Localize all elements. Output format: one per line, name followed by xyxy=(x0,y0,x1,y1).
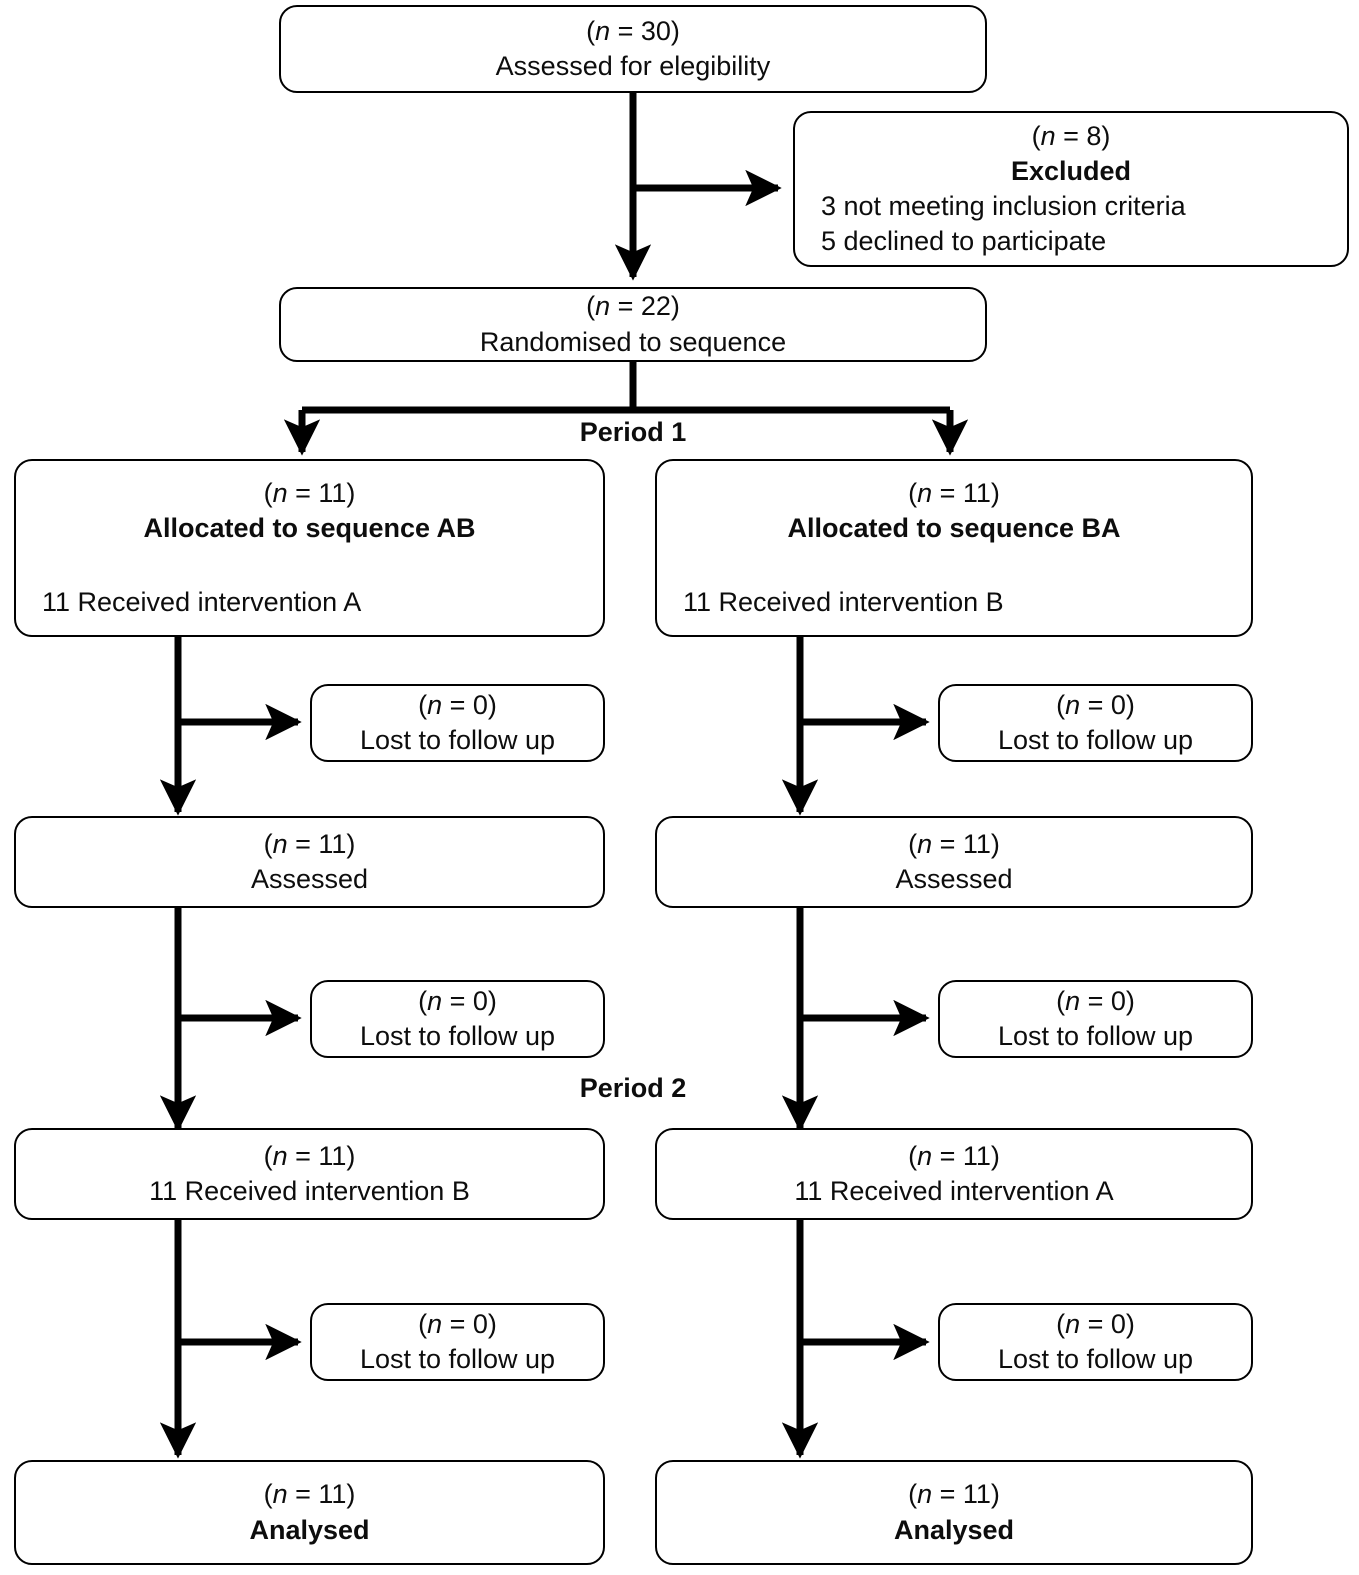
received-p2-right-count: (n = 11) xyxy=(908,1140,1000,1171)
node-received-p2-right: (n = 11) 11 Received intervention A xyxy=(655,1128,1253,1220)
allocated-ab-spacer xyxy=(16,547,603,585)
lost-p2-right-count: (n = 0) xyxy=(1056,1308,1135,1339)
allocated-ab-received: 11 Received intervention A xyxy=(42,586,362,617)
excluded-count: (n = 8) xyxy=(1031,120,1111,151)
period-2-label: Period 2 xyxy=(579,1073,687,1103)
analysed-right-label: Analysed xyxy=(893,1514,1015,1545)
node-assessed-eligibility: (n = 30) Assessed for elegibility xyxy=(279,5,987,93)
lost-p2-left-label: Lost to follow up xyxy=(359,1344,556,1374)
analysed-left-count: (n = 11) xyxy=(263,1479,356,1510)
allocated-ab-count: (n = 11) xyxy=(263,478,356,509)
lost-p1-right-count: (n = 0) xyxy=(1056,689,1135,720)
node-analysed-right: (n = 11) Analysed xyxy=(655,1460,1253,1565)
assessed-p1-left-label: Assessed xyxy=(250,864,369,894)
received-p2-left-label: 11 Received intervention B xyxy=(149,1176,470,1206)
period-1-label: Period 1 xyxy=(579,417,687,447)
node-lost-p2-left: (n = 0) Lost to follow up xyxy=(310,1303,605,1381)
analysed-left-label: Analysed xyxy=(249,1514,370,1545)
node-lost-mid-right: (n = 0) Lost to follow up xyxy=(938,980,1253,1058)
node-lost-p1-left: (n = 0) Lost to follow up xyxy=(310,684,605,762)
lost-mid-right-label: Lost to follow up xyxy=(997,1021,1194,1051)
assessed-p1-right-label: Assessed xyxy=(895,864,1013,894)
analysed-right-count: (n = 11) xyxy=(908,1479,1000,1510)
assessed-p1-right-count: (n = 11) xyxy=(908,828,1000,859)
excluded-label: Excluded xyxy=(1010,155,1132,186)
node-assessed-p1-left: (n = 11) Assessed xyxy=(14,816,605,908)
node-excluded: (n = 8) Excluded 3 not meeting inclusion… xyxy=(793,111,1349,267)
randomised-count: (n = 22) xyxy=(586,291,680,322)
lost-mid-right-count: (n = 0) xyxy=(1056,985,1135,1016)
assessed-p1-left-count: (n = 11) xyxy=(263,828,356,859)
node-lost-mid-left: (n = 0) Lost to follow up xyxy=(310,980,605,1058)
node-randomised: (n = 22) Randomised to sequence xyxy=(279,287,987,362)
excluded-reason-1: 3 not meeting inclusion criteria xyxy=(821,191,1186,221)
randomised-label: Randomised to sequence xyxy=(479,326,787,357)
lost-p1-right-label: Lost to follow up xyxy=(997,725,1194,755)
node-lost-p1-right: (n = 0) Lost to follow up xyxy=(938,684,1253,762)
excluded-reason-2: 5 declined to participate xyxy=(821,226,1107,257)
allocated-ab-label: Allocated to sequence AB xyxy=(143,513,476,544)
node-received-p2-left: (n = 11) 11 Received intervention B xyxy=(14,1128,605,1220)
lost-mid-left-label: Lost to follow up xyxy=(359,1021,556,1051)
lost-p1-left-count: (n = 0) xyxy=(418,689,497,720)
lost-p2-right-label: Lost to follow up xyxy=(997,1344,1194,1374)
node-analysed-left: (n = 11) Analysed xyxy=(14,1460,605,1565)
node-allocated-ba: (n = 11) Allocated to sequence BA 11 Rec… xyxy=(655,459,1253,637)
received-p2-right-label: 11 Received intervention A xyxy=(794,1176,1114,1206)
allocated-ba-label: Allocated to sequence BA xyxy=(787,513,1121,544)
lost-p1-left-label: Lost to follow up xyxy=(359,725,556,755)
node-lost-p2-right: (n = 0) Lost to follow up xyxy=(938,1303,1253,1381)
assessed-eligibility-count: (n = 30) xyxy=(586,15,680,46)
allocated-ba-spacer xyxy=(657,547,1251,585)
node-assessed-p1-right: (n = 11) Assessed xyxy=(655,816,1253,908)
allocated-ba-received: 11 Received intervention B xyxy=(683,586,1004,617)
assessed-eligibility-label: Assessed for elegibility xyxy=(495,51,771,81)
node-allocated-ab: (n = 11) Allocated to sequence AB 11 Rec… xyxy=(14,459,605,637)
lost-p2-left-count: (n = 0) xyxy=(418,1308,497,1339)
allocated-ba-count: (n = 11) xyxy=(908,478,1000,509)
received-p2-left-count: (n = 11) xyxy=(263,1140,356,1171)
lost-mid-left-count: (n = 0) xyxy=(418,985,497,1016)
